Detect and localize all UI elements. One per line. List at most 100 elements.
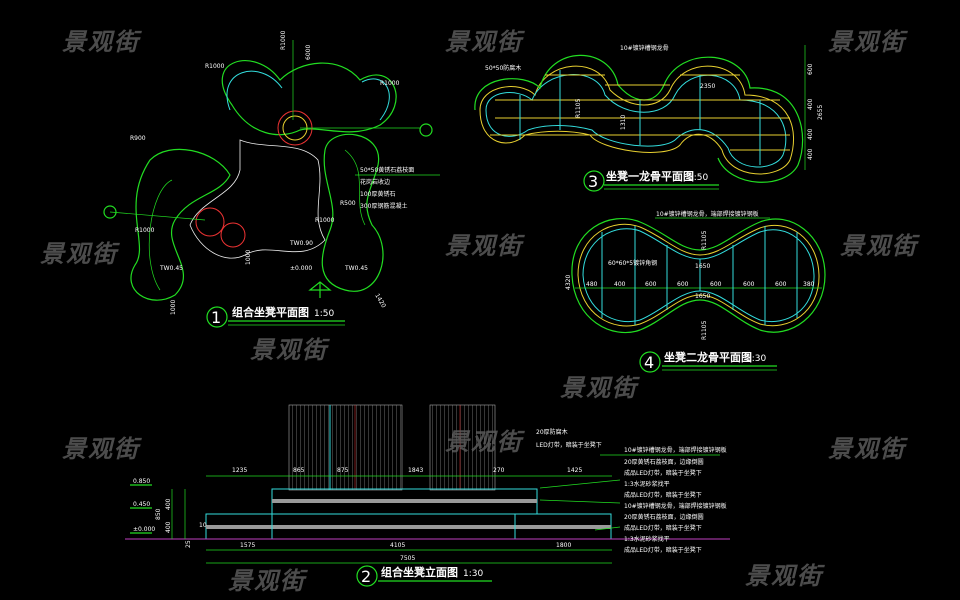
plan1-note: 花岗岩收边 [360, 178, 390, 186]
plan1-note: 300厚钢筋混凝土 [360, 202, 407, 210]
watermark: 景观街 [62, 435, 140, 463]
watermark: 景观街 [445, 232, 523, 260]
elevation-note: 成品LED灯带，暗装于坐凳下 [624, 469, 702, 477]
elevation-dim: 1235 [232, 467, 247, 474]
view-scale: 1:50 [314, 309, 334, 319]
plan1-label: R900 [130, 135, 146, 142]
view-title: 组合坐凳立面图 [381, 565, 458, 579]
plan3-label: 1310 [620, 115, 627, 130]
plan-4-bench-frame: 10#镀锌槽钢龙骨，端部焊接镀锌钢板 60*60*5镀锌角钢 480 400 6… [565, 210, 826, 373]
plan1-label: R1000 [135, 227, 155, 234]
plan1-label: R500 [340, 200, 356, 207]
bench-lobe-top [221, 60, 397, 136]
elevation-dim: 1843 [408, 467, 423, 474]
view-number: 1 [211, 308, 221, 327]
elevation-dim: 270 [493, 467, 505, 474]
plan4-dim: 600 [710, 281, 722, 288]
elevation-top-note: LED灯带，暗装于坐凳下 [536, 441, 602, 449]
elevation-2: 1235 865 875 1843 270 1425 1575 4105 180… [125, 404, 730, 587]
elevation-dim: 4105 [390, 542, 405, 549]
plan1-label: R1000 [315, 217, 335, 224]
view-number: 2 [361, 567, 371, 586]
elevation-side-dim: 10 [199, 522, 207, 529]
plan-4-title: 4 坐凳二龙骨平面图 1:30 [639, 350, 777, 373]
watermark: 景观街 [745, 562, 823, 590]
detail-marker [419, 123, 433, 137]
elevation-dim: 1425 [567, 467, 582, 474]
plan1-label: 6000 [305, 45, 312, 60]
elevation-note: 成品LED灯带，暗装于坐凳下 [624, 491, 702, 499]
plan1-note: 50*50黄锈石荔枝面 [360, 166, 414, 174]
plan4-dim-total: 1650 [695, 293, 710, 300]
plan1-label: R1000 [205, 63, 225, 70]
bench-lobe-left [130, 148, 231, 301]
plan4-dim: 600 [775, 281, 787, 288]
plan4-dim-top: 1650 [695, 263, 710, 270]
elevation-side-dim: 400 [165, 498, 172, 510]
elevation-level: 0.450 [133, 501, 150, 508]
plan3-label: 400 [807, 98, 814, 110]
view-title: 坐凳二龙骨平面图 [664, 350, 752, 364]
planter-left-a [195, 207, 225, 237]
plan1-label: TW0.45 [159, 265, 183, 272]
plan4-height: 4320 [565, 275, 572, 290]
elevation-dim: 1575 [240, 542, 255, 549]
view-title: 组合坐凳平面图 [232, 305, 309, 319]
plan1-label: R1000 [280, 30, 287, 50]
plan1-label: 1000 [245, 250, 252, 265]
plan4-dim: 480 [586, 281, 598, 288]
plan-3-bench-frame: 10#镀锌槽钢龙骨 50*50防腐木 1310 2350 600 400 400… [474, 44, 824, 192]
plan1-note: 100厚黄锈石 [360, 190, 395, 198]
elevation-note: 1:3水泥砂浆找平 [624, 535, 670, 543]
elevation-total: 7505 [400, 555, 415, 562]
plan3-label: 400 [807, 128, 814, 140]
plan3-label: 600 [807, 63, 814, 75]
plant-mass-left [288, 404, 403, 491]
plan1-label: 1000 [170, 300, 177, 315]
elevation-level: ±0.000 [133, 526, 155, 533]
plan-3-title: 3 坐凳一龙骨平面图 1:50 [583, 169, 719, 192]
view-title: 坐凳一龙骨平面图 [606, 169, 694, 183]
elevation-note: 10#镀锌槽钢龙骨，端部焊接镀锌钢板 [624, 446, 727, 454]
view-number: 4 [644, 353, 654, 372]
paved-center [189, 139, 326, 259]
plan4-dim: 600 [645, 281, 657, 288]
plan1-label: 1420 [373, 293, 387, 310]
plan4-radius: R1105 [701, 230, 708, 250]
plan1-label: ±0.000 [290, 265, 312, 272]
plan4-dim: 400 [614, 281, 626, 288]
elevation-side-dim: 400 [165, 521, 172, 533]
watermark: 景观街 [250, 336, 328, 364]
watermark: 景观街 [62, 28, 140, 56]
elevation-note: 1:3水泥砂浆找平 [624, 480, 670, 488]
plan1-label: TW0.45 [344, 265, 368, 272]
watermark: 景观街 [40, 240, 118, 268]
plan1-label: R1000 [380, 80, 400, 87]
watermark: 景观街 [840, 232, 918, 260]
elevation-side-dim: 25 [185, 540, 192, 548]
plan3-label: 2350 [700, 83, 715, 90]
elevation-top-note: 20厚防腐木 [536, 428, 568, 436]
bench-lobe-right [321, 133, 384, 292]
watermark: 景观街 [828, 28, 906, 56]
elevation-notes: 10#镀锌槽钢龙骨，端部焊接镀锌钢板 20厚黄锈石荔枝面，边缘倒圆 成品LED灯… [539, 446, 727, 554]
watermark: 景观街 [445, 28, 523, 56]
plan3-label: 2655 [817, 105, 824, 120]
view-scale: 1:30 [463, 569, 483, 579]
elevation-note: 20厚黄锈石荔枝面，边缘倒圆 [624, 513, 704, 521]
elevation-note: 20厚黄锈石荔枝面，边缘倒圆 [624, 458, 704, 466]
plan4-note: 60*60*5镀锌角钢 [608, 259, 657, 267]
plan4-dim: 380 [803, 281, 815, 288]
plan4-note: 10#镀锌槽钢龙骨，端部焊接镀锌钢板 [656, 210, 759, 218]
plan3-label: 50*50防腐木 [485, 64, 521, 72]
elevation-dim: 865 [293, 467, 305, 474]
elevation-note: 10#镀锌槽钢龙骨，端部焊接镀锌钢板 [624, 502, 727, 510]
elevation-dim: 875 [337, 467, 349, 474]
elevation-note: 成品LED灯带，暗装于坐凳下 [624, 524, 702, 532]
planter-left-b [220, 222, 246, 248]
elevation-note: 成品LED灯带，暗装于坐凳下 [624, 546, 702, 554]
elevation-side-dim: 850 [155, 508, 162, 520]
elevation-dim: 1800 [556, 542, 571, 549]
